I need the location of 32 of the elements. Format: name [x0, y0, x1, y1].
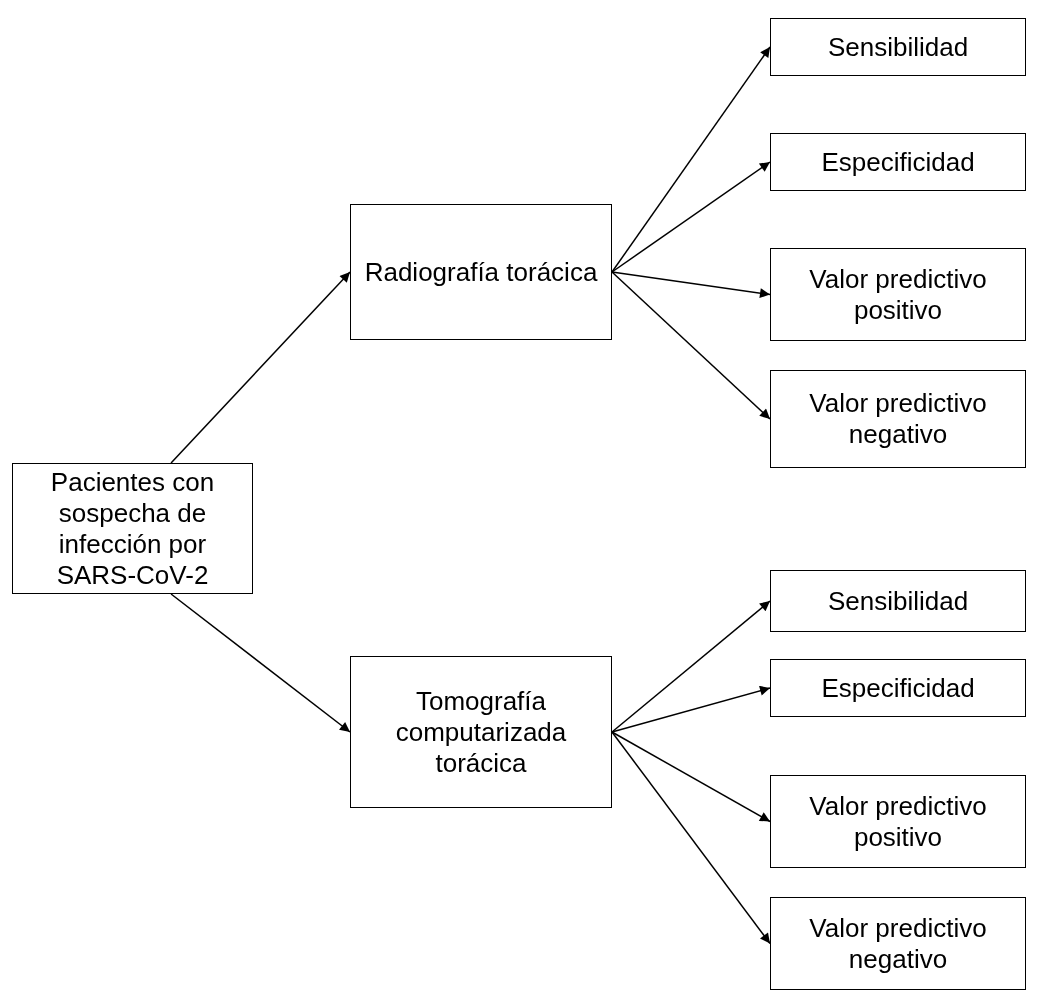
- arrow: [611, 685, 771, 733]
- arrow: [170, 593, 351, 733]
- box-label: Sensibilidad: [826, 585, 970, 617]
- arrow: [611, 731, 771, 823]
- process-box: [770, 370, 1026, 468]
- box-label: Tomografía computarizada torácica: [394, 685, 568, 779]
- process-box: [770, 897, 1026, 990]
- box-label: Sensibilidad: [826, 31, 970, 63]
- arrow: [611, 600, 771, 733]
- process-box: [350, 656, 612, 808]
- arrow: [170, 271, 351, 464]
- process-box: [770, 18, 1026, 76]
- box-label: Especificidad: [820, 146, 976, 178]
- process-box: [770, 659, 1026, 717]
- box-label: Valor predictivo positivo: [808, 263, 988, 326]
- box-label: Radiografía torácica: [363, 256, 599, 288]
- process-box: [770, 570, 1026, 632]
- box-label: Especificidad: [820, 672, 976, 704]
- process-box: [770, 248, 1026, 341]
- arrow: [611, 161, 771, 273]
- arrow: [611, 271, 771, 299]
- arrow: [611, 271, 771, 420]
- process-box: [770, 775, 1026, 868]
- arrow: [611, 46, 771, 273]
- box-label: Valor predictivo negativo: [808, 388, 988, 450]
- process-box: [12, 463, 253, 594]
- process-box: [350, 204, 612, 340]
- process-box: [770, 133, 1026, 191]
- box-label: Pacientes con sospecha de infección por SARS-CoV-2: [49, 466, 216, 591]
- box-label: Valor predictivo positivo: [808, 790, 988, 853]
- box-label: Valor predictivo negativo: [808, 912, 988, 975]
- arrow: [611, 731, 771, 945]
